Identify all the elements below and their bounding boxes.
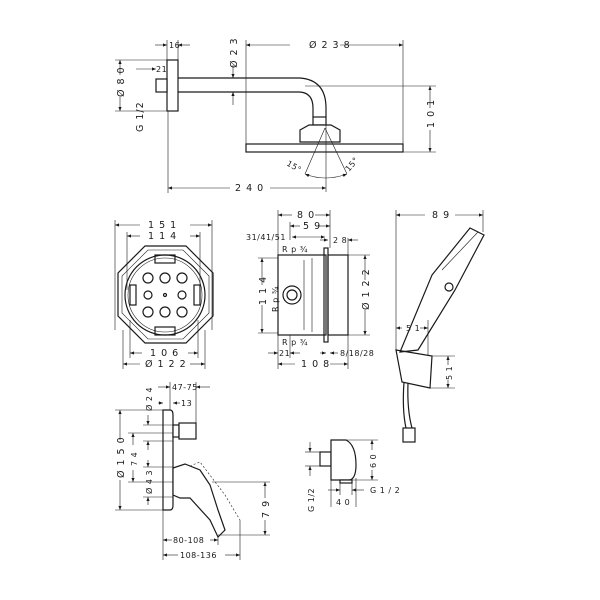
hand-shower-drawing: 8 9 5 1 5 1 — [395, 210, 485, 443]
outlet-thread-left: G 1/2 — [307, 488, 316, 512]
dim-60: 6 0 — [369, 454, 378, 468]
dim-51-h: 5 1 — [406, 324, 420, 333]
dim-dia-122-side: Ø 1 2 2 — [361, 268, 372, 310]
dim-13: 13 — [181, 399, 192, 408]
handshower-body — [399, 227, 485, 353]
dim-28: 2 8 — [333, 236, 347, 245]
outlet-body — [330, 439, 357, 481]
dim-21: 21 — [156, 65, 167, 74]
dim-finish: 8/18/28 — [340, 349, 374, 358]
mixer-drawing: 47-75 13 Ø 2 4 Ø 1 5 0 7 4 Ø 4 3 7 9 80-… — [115, 382, 272, 560]
dim-47-75: 47-75 — [172, 383, 198, 392]
rp-top: R p ¾ — [282, 245, 308, 254]
shower-head — [245, 143, 404, 153]
diverter — [178, 422, 197, 440]
arm — [178, 77, 327, 117]
dim-head-dia: Ø 2 3 8 — [309, 40, 351, 51]
dim-21-side: 21 — [279, 349, 290, 358]
dim-74: 7 4 — [130, 452, 139, 466]
wall-outlet-drawing: G 1/2 6 0 G 1 / 2 4 0 — [305, 439, 400, 512]
dim-depths: 31/41/51 — [246, 233, 286, 242]
angle-left: 15° — [285, 159, 303, 175]
outlet-thread-right: G 1 / 2 — [370, 486, 400, 495]
wall-flange — [166, 59, 179, 112]
dim-151: 1 5 1 — [148, 220, 177, 231]
dim-24: Ø 2 4 — [144, 387, 154, 411]
dim-150: Ø 1 5 0 — [116, 436, 127, 478]
dim-114: 1 1 4 — [148, 231, 177, 242]
hose-nut — [402, 427, 416, 443]
dim-59: 5 9 — [303, 221, 321, 232]
dim-114-side: 1 1 4 — [258, 276, 269, 305]
dim-51-v: 5 1 — [445, 366, 454, 380]
dim-43: Ø 4 3 — [144, 470, 154, 494]
mixer-plate — [162, 409, 174, 511]
dim-reach: 2 4 0 — [235, 183, 264, 194]
dim-89: 8 9 — [432, 210, 450, 221]
rp-bottom: R p ¾ — [282, 338, 308, 347]
mixer-lever — [172, 463, 226, 539]
dim-108-side: 1 0 8 — [301, 359, 330, 370]
dim-80-108: 80-108 — [173, 536, 204, 545]
dim-flange-dia: Ø 8 0 — [116, 66, 127, 97]
rp-mid: R p ¾ — [271, 286, 280, 312]
head-fitting — [299, 124, 341, 143]
dim-108-136: 108-136 — [180, 551, 217, 560]
dim-16: 16 — [169, 41, 180, 50]
angle-right: 15° — [344, 155, 361, 173]
dim-arm-dia: Ø 2 3 — [229, 37, 240, 68]
box-side-drawing: 8 0 5 9 31/41/51 2 8 R p ¾ R p ¾ R p ¾ 1… — [246, 210, 374, 370]
thread-label: G 1/2 — [135, 101, 146, 132]
thread-connector — [155, 78, 168, 93]
holder — [395, 349, 433, 389]
dim-106: 1 0 6 — [150, 348, 179, 359]
dim-80: 8 0 — [297, 210, 315, 221]
box-front-drawing: 1 5 1 1 1 4 1 0 6 Ø 1 2 2 — [114, 220, 214, 370]
dim-79: 7 9 — [261, 500, 272, 518]
shower-arm-drawing: 16 21 Ø 8 0 G 1/2 Ø 2 3 Ø 2 3 8 1 0 1 2 … — [115, 37, 437, 194]
dim-dia-122: Ø 1 2 2 — [145, 359, 187, 370]
dim-height: 1 0 1 — [426, 99, 437, 128]
dim-40: 4 0 — [336, 498, 350, 507]
